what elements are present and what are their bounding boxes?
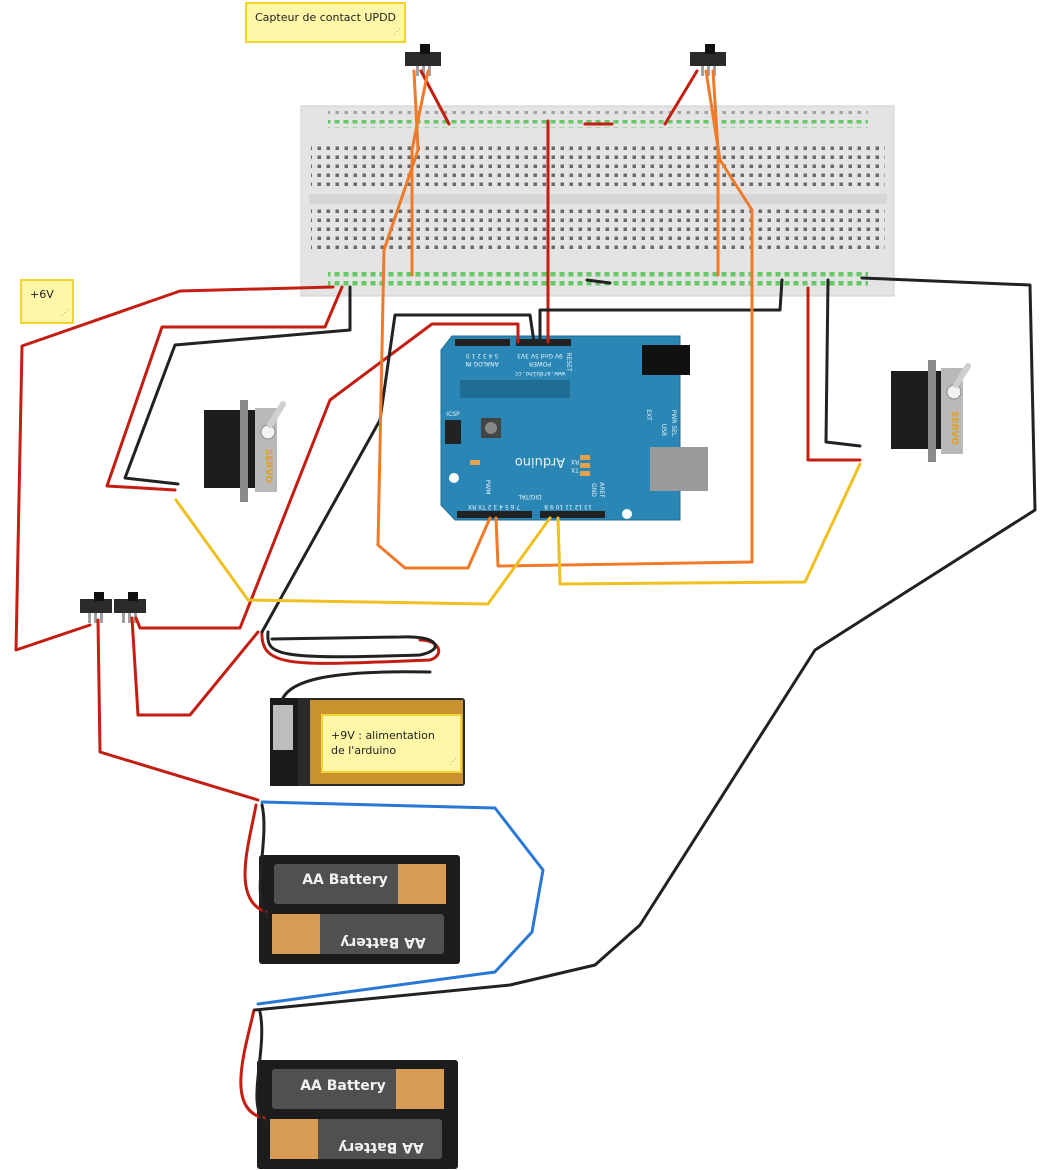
wire-red bbox=[105, 285, 344, 492]
arduino-pwm-label: PWM bbox=[484, 480, 491, 495]
servo-right bbox=[891, 360, 971, 462]
arduino-aref-label: AREF bbox=[598, 482, 605, 498]
note-plus9v-text: +9V : alimentation de l'arduino bbox=[331, 729, 435, 757]
resize-grip-icon: ⋰ bbox=[449, 757, 457, 766]
wire-blue bbox=[256, 800, 545, 1006]
arduino-board bbox=[440, 335, 708, 521]
wire-orange bbox=[410, 69, 430, 277]
wire-yellow bbox=[174, 498, 552, 606]
arduino-analog-pins: 5 4 3 2 1 0 bbox=[466, 352, 499, 359]
wire-red bbox=[14, 285, 335, 652]
arduino-ext-label: EXT bbox=[645, 409, 652, 421]
wire-red bbox=[260, 630, 441, 665]
wire-orange bbox=[494, 69, 754, 568]
wire-black bbox=[123, 285, 352, 486]
arduino-tx-label: TX bbox=[571, 466, 580, 473]
aa-pack-1 bbox=[259, 855, 460, 964]
wire-black bbox=[255, 1010, 268, 1126]
power-switch-left bbox=[80, 592, 112, 623]
wire-red bbox=[134, 322, 520, 630]
wire-red bbox=[243, 803, 268, 914]
wire-red bbox=[663, 69, 699, 126]
note-plus9v: +9V : alimentation de l'arduino ⋰ bbox=[321, 714, 462, 773]
arduino-gnd-label: GND bbox=[590, 483, 597, 497]
aa-pack-2 bbox=[257, 1060, 458, 1169]
servo-right-label: SERVO bbox=[949, 411, 959, 445]
arduino-analog-label: ANALOG IN bbox=[465, 360, 498, 367]
aa-pack-1-label-top: AA Battery bbox=[302, 872, 388, 888]
resize-grip-icon: ⋰ bbox=[393, 27, 401, 36]
wire-black bbox=[538, 278, 784, 344]
aa-pack-2-label-bottom: AA Battery bbox=[338, 1139, 424, 1155]
breadboard bbox=[300, 105, 895, 297]
arduino-brand: Arduino bbox=[515, 454, 565, 469]
arduino-icsp-label: ICSP bbox=[446, 411, 460, 418]
contact-switch-left bbox=[405, 44, 441, 76]
arduino-digital-label: DIGITAL bbox=[518, 493, 542, 500]
arduino-website: www.arduino.cc bbox=[514, 370, 565, 377]
note-plus6v-text: +6V bbox=[30, 288, 54, 301]
aa-pack-1-label-bottom: AA Battery bbox=[340, 934, 426, 950]
wire-black bbox=[253, 276, 1037, 1012]
note-sensor-text: Capteur de contact UPDD bbox=[255, 11, 397, 24]
wire-red bbox=[96, 618, 260, 802]
wire-black bbox=[824, 278, 862, 448]
wire-red bbox=[239, 1008, 266, 1120]
wire-black bbox=[280, 670, 432, 702]
wire-black bbox=[260, 313, 536, 634]
power-switch-right bbox=[114, 592, 146, 623]
note-plus6v: +6V ⋰ bbox=[20, 279, 74, 324]
wire-black bbox=[258, 803, 270, 920]
wire-black bbox=[585, 278, 612, 285]
arduino-power-label: POWER bbox=[529, 360, 551, 367]
arduino-digital-high: 13 12 11 10 9 8 bbox=[544, 503, 592, 510]
servo-left-label: SERVO bbox=[263, 449, 273, 483]
arduino-pwr-sel-label: PWR SEL bbox=[670, 410, 677, 437]
wire-red bbox=[806, 286, 862, 462]
wire-yellow bbox=[556, 462, 862, 586]
arduino-power-pins: 9V Gnd 5V 3V3 bbox=[517, 352, 563, 359]
arduino-digital-low: 7 6 5 4 3 2 TX RX bbox=[468, 503, 520, 510]
arduino-rx-label: RX bbox=[571, 458, 579, 465]
note-sensor: Capteur de contact UPDD ⋰ bbox=[245, 2, 406, 43]
aa-pack-2-label-top: AA Battery bbox=[300, 1078, 386, 1094]
servo-left bbox=[204, 400, 286, 502]
wire-orange bbox=[376, 69, 492, 570]
resize-grip-icon: ⋰ bbox=[61, 308, 69, 317]
arduino-usb-label: USB bbox=[660, 424, 667, 436]
arduino-reset-label: RESET bbox=[565, 352, 572, 372]
wire-black bbox=[266, 630, 437, 659]
wires bbox=[14, 69, 1037, 1126]
wire-red bbox=[130, 616, 260, 717]
